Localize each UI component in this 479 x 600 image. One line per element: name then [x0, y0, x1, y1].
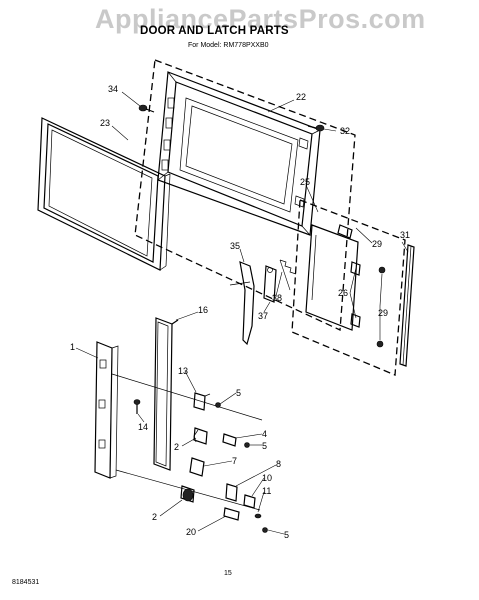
screw-34	[138, 104, 155, 113]
switch-13	[193, 392, 211, 411]
switch-2-upper	[193, 427, 208, 445]
callout-2-upper: 2	[174, 442, 179, 452]
callout-38: 38	[272, 293, 282, 303]
latch-plate-25	[305, 224, 359, 331]
actuator-4	[222, 433, 237, 447]
outer-door-panel	[37, 117, 171, 271]
switch-8	[225, 483, 238, 502]
screw-29	[376, 266, 386, 348]
switch-2-lower	[180, 485, 195, 503]
page-number: 15	[224, 570, 232, 577]
latch-lever-35	[229, 261, 255, 346]
callout-13: 13	[178, 366, 188, 376]
spring-38	[279, 259, 297, 291]
callout-31: 31	[400, 230, 410, 240]
callout-29-lower: 29	[378, 308, 388, 318]
latch-assembly-boundary	[291, 199, 406, 376]
callout-16: 16	[198, 305, 208, 315]
diagram-title: DOOR AND LATCH PARTS	[140, 25, 289, 37]
model-line: For Model: RM778PXXB0	[188, 42, 269, 49]
trim-strip-31	[399, 244, 415, 367]
callout-2-lower: 2	[152, 512, 157, 522]
callout-14: 14	[138, 422, 148, 432]
chassis-rail-top	[111, 373, 263, 421]
callout-8: 8	[276, 459, 281, 469]
callout-4: 4	[262, 429, 267, 439]
callout-23: 23	[100, 118, 110, 128]
callout-5-upper: 5	[236, 388, 241, 398]
side-panel-1	[94, 341, 119, 479]
callout-32: 32	[340, 126, 350, 136]
inner-door-frame	[157, 71, 321, 236]
screw-32	[307, 124, 325, 132]
bracket-20	[223, 507, 240, 521]
callout-7: 7	[232, 456, 237, 466]
watermark-text: AppliancePartsPros.com	[95, 4, 426, 34]
callout-20: 20	[186, 527, 196, 537]
callout-37: 37	[258, 311, 268, 321]
latch-bracket-37	[263, 265, 277, 303]
callout-5-middle: 5	[262, 441, 267, 451]
leader-lines	[75, 91, 409, 535]
hinge-plate-16	[153, 317, 179, 471]
latch-hook-26	[350, 261, 361, 328]
callout-1: 1	[70, 342, 75, 352]
screw-14	[133, 399, 141, 414]
screw-5	[215, 402, 268, 533]
callout-26: 26	[338, 288, 348, 298]
callout-labels: 34 23 22 32 25 29 31 35 26 29 38 37 16 1…	[70, 84, 410, 540]
callout-5-lower: 5	[284, 530, 289, 540]
callout-25: 25	[300, 177, 310, 187]
callout-22: 22	[296, 92, 306, 102]
door-assembly-boundary	[134, 59, 356, 331]
callout-35: 35	[230, 241, 240, 251]
callout-34: 34	[108, 84, 118, 94]
document-id: 8184531	[12, 579, 40, 586]
callout-29-upper: 29	[372, 239, 382, 249]
switch-10	[243, 494, 262, 519]
callout-11: 11	[262, 486, 271, 496]
callout-10: 10	[262, 473, 272, 483]
plate-7	[189, 457, 205, 477]
